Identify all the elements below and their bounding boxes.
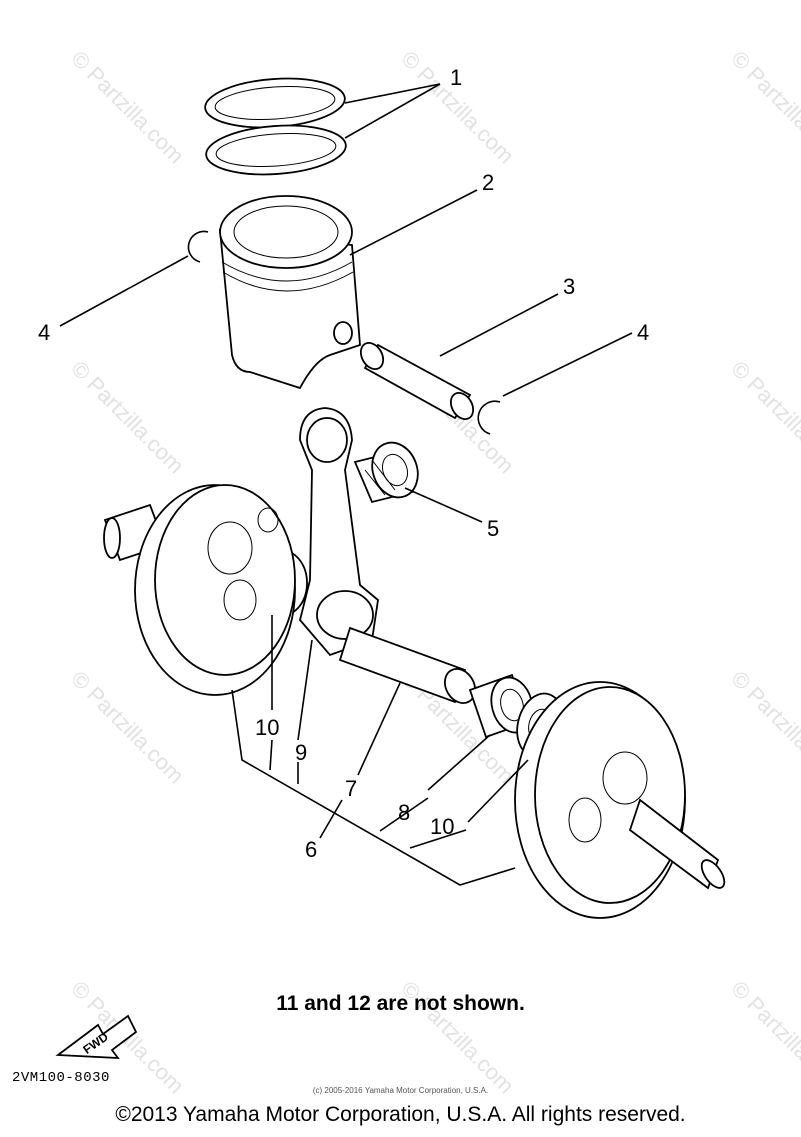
copyright-notice: ©2013 Yamaha Motor Corporation, U.S.A. A…: [115, 1103, 686, 1126]
watermark: © Partzilla.com: [726, 46, 801, 169]
callout-2: 2: [482, 170, 494, 195]
diagram-code: 2VM100-8030: [12, 1070, 110, 1086]
callout-9: 9: [295, 740, 307, 765]
leader-lines: [59, 83, 633, 886]
watermark: © Partzilla.com: [66, 666, 189, 789]
big-end-bearing: [468, 673, 534, 739]
circlip-left: [187, 230, 209, 263]
callout-1: 1: [450, 65, 462, 90]
not-shown-note: 11 and 12 are not shown.: [276, 992, 525, 1015]
piston-pin: [359, 341, 475, 421]
callout-labels: 1 2 3 4 4 5 6 7 8 9 10 10: [38, 65, 649, 862]
piston: [218, 195, 361, 390]
fwd-arrow-icon: FWD: [55, 1014, 138, 1059]
piston-rings: [204, 77, 347, 176]
callout-10-right: 10: [430, 814, 454, 839]
callout-8: 8: [398, 800, 410, 825]
small-end-bearing: [353, 441, 419, 504]
connecting-rod: [299, 407, 379, 657]
callout-4-left: 4: [38, 320, 50, 345]
callout-6: 6: [305, 837, 317, 862]
callout-4-right: 4: [637, 320, 649, 345]
callout-3: 3: [563, 274, 575, 299]
callout-10-left: 10: [255, 715, 279, 740]
crankshaft-right: [514, 681, 726, 919]
watermark: © Partzilla.com: [726, 666, 801, 789]
callout-5: 5: [487, 516, 499, 541]
source-line: (c) 2005-2016 Yamaha Motor Corporation, …: [312, 1086, 489, 1095]
callout-7: 7: [345, 776, 357, 801]
watermark: © Partzilla.com: [66, 356, 189, 479]
crank-pin: [338, 626, 476, 704]
crankshaft-left: [103, 484, 296, 696]
watermark: © Partzilla.com: [726, 356, 801, 479]
circlip-right: [477, 400, 501, 435]
watermark: © Partzilla.com: [66, 46, 189, 169]
